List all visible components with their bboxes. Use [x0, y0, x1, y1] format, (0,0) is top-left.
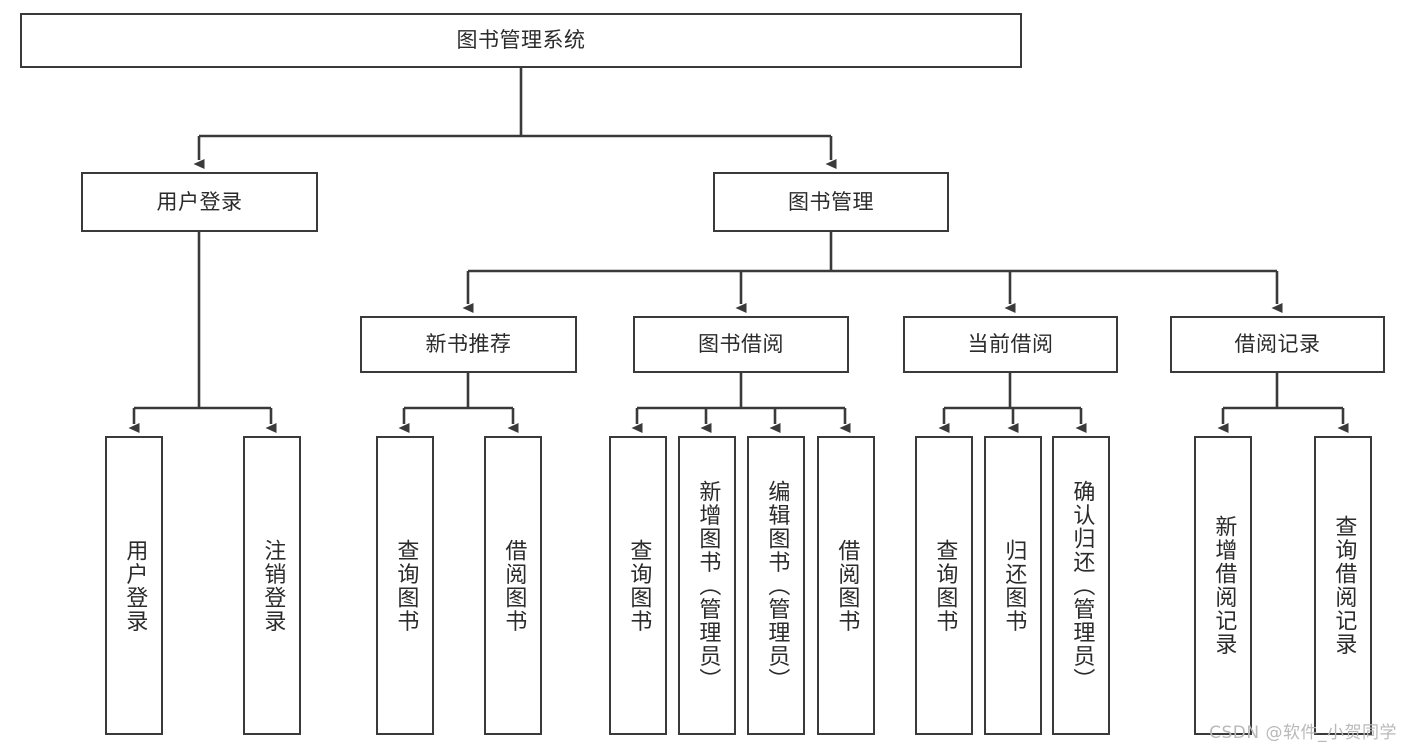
node-leaf-borrowrecord-query-record-label: 查询借阅记录	[1331, 515, 1357, 656]
node-leaf-borrowrecord-query-record[interactable]: 查询借阅记录	[1314, 436, 1372, 735]
node-leaf-newbook-borrow-book[interactable]: 借阅图书	[484, 436, 542, 735]
node-borrow-record[interactable]: 借阅记录	[1170, 316, 1385, 373]
node-leaf-currentborrow-confirm-return-label: 确认归还（管理员）	[1069, 479, 1095, 692]
node-leaf-newbook-borrow-book-label: 借阅图书	[501, 538, 527, 633]
node-leaf-user-login-signin[interactable]: 用户登录	[105, 436, 163, 735]
node-user-login[interactable]: 用户登录	[81, 172, 318, 232]
node-current-borrow[interactable]: 当前借阅	[903, 316, 1118, 373]
node-leaf-currentborrow-query-book[interactable]: 查询图书	[915, 436, 973, 735]
node-leaf-currentborrow-query-book-label: 查询图书	[932, 538, 958, 633]
node-leaf-bookborrow-query-book[interactable]: 查询图书	[609, 436, 667, 735]
node-book-management[interactable]: 图书管理	[713, 172, 949, 232]
node-leaf-bookborrow-borrow-book[interactable]: 借阅图书	[817, 436, 875, 735]
csdn-watermark: CSDN @软件_小贺同学	[1209, 723, 1397, 743]
node-leaf-bookborrow-add-book[interactable]: 新增图书（管理员）	[678, 436, 736, 735]
node-book-management-label: 图书管理	[788, 189, 874, 214]
node-book-borrow-label: 图书借阅	[698, 332, 784, 357]
node-user-login-label: 用户登录	[156, 189, 243, 214]
node-borrow-record-label: 借阅记录	[1234, 332, 1321, 357]
node-new-book-recommend-label: 新书推荐	[425, 332, 512, 357]
node-leaf-user-login-signin-label: 用户登录	[122, 538, 148, 633]
node-leaf-user-login-signout-label: 注销登录	[260, 538, 286, 633]
node-leaf-currentborrow-confirm-return[interactable]: 确认归还（管理员）	[1052, 436, 1110, 735]
node-root-system[interactable]: 图书管理系统	[20, 13, 1022, 68]
node-leaf-bookborrow-add-book-label: 新增图书（管理员）	[695, 479, 721, 692]
node-root-system-label: 图书管理系统	[456, 28, 586, 53]
node-leaf-borrowrecord-add-record[interactable]: 新增借阅记录	[1194, 436, 1252, 735]
node-leaf-currentborrow-return-book-label: 归还图书	[1001, 538, 1027, 633]
node-leaf-user-login-signout[interactable]: 注销登录	[243, 436, 301, 735]
node-leaf-newbook-query-book[interactable]: 查询图书	[376, 436, 434, 735]
node-leaf-currentborrow-return-book[interactable]: 归还图书	[984, 436, 1042, 735]
node-leaf-bookborrow-query-book-label: 查询图书	[626, 538, 652, 633]
node-book-borrow[interactable]: 图书借阅	[633, 316, 849, 373]
node-current-borrow-label: 当前借阅	[967, 332, 1054, 357]
node-leaf-bookborrow-borrow-book-label: 借阅图书	[834, 538, 860, 633]
node-leaf-borrowrecord-add-record-label: 新增借阅记录	[1211, 515, 1237, 656]
node-new-book-recommend[interactable]: 新书推荐	[360, 316, 577, 373]
node-leaf-bookborrow-edit-book[interactable]: 编辑图书（管理员）	[747, 436, 805, 735]
node-leaf-newbook-query-book-label: 查询图书	[393, 538, 419, 633]
node-leaf-bookborrow-edit-book-label: 编辑图书（管理员）	[764, 479, 790, 692]
